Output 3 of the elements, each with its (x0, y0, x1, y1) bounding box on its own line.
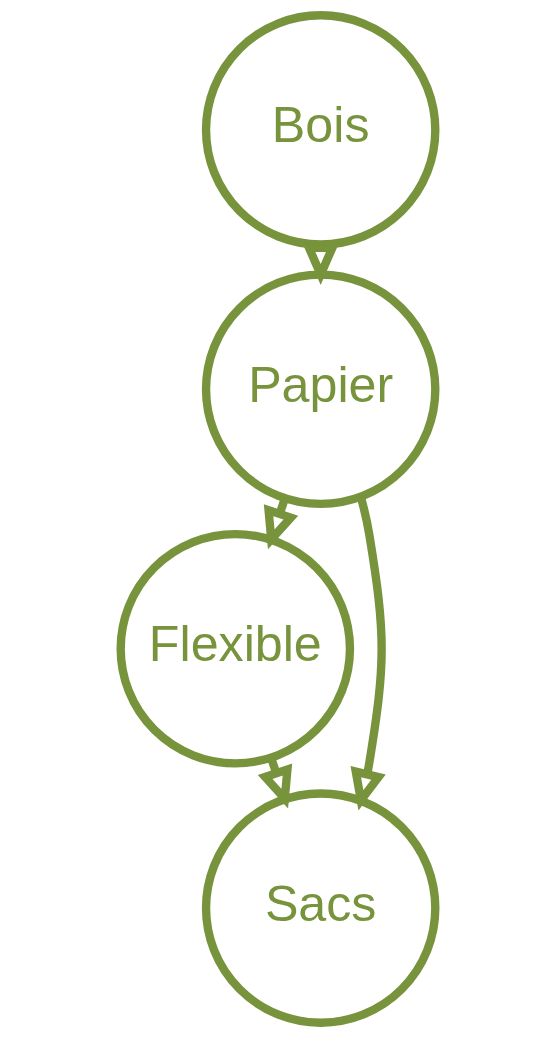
node-circle: Papier (201, 270, 439, 509)
node-circle: Flexible (116, 529, 354, 768)
node-circle: Sacs (201, 789, 439, 1027)
